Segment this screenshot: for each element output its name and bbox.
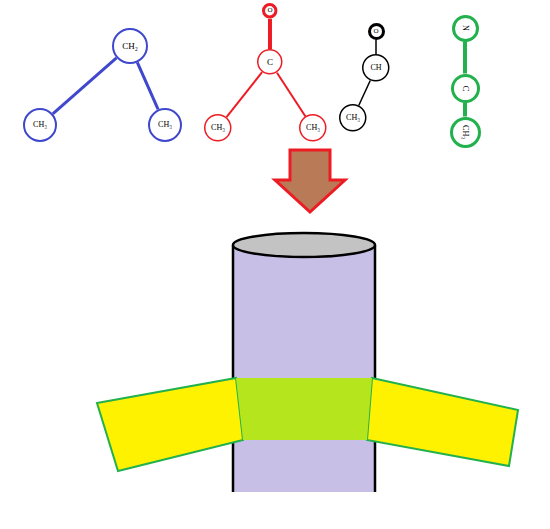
atom-circle: CH₂	[112, 28, 148, 64]
bond-line	[375, 40, 377, 55]
atom-label: C	[267, 58, 273, 67]
atom-circle: C	[257, 49, 283, 75]
atom-circle: C	[451, 74, 480, 103]
circle-shape	[452, 75, 478, 101]
circle-shape	[363, 55, 389, 81]
atom-circle: CH₃	[204, 114, 232, 142]
atom-circle: CH	[362, 54, 390, 82]
down-arrow	[275, 150, 345, 212]
atom-label: CH₃	[158, 121, 172, 129]
bond-line	[268, 19, 272, 50]
atom-label: N	[461, 25, 469, 31]
atom-circle: CH₃	[23, 108, 57, 142]
cylinder-sides	[233, 245, 375, 492]
atom-label: C	[460, 85, 469, 91]
atom-circle: N	[452, 15, 479, 42]
atom-label: CH₃	[33, 121, 47, 129]
bond-line	[277, 73, 306, 117]
atom-label: CH₃	[461, 125, 469, 139]
atom-label: CH₃	[211, 124, 225, 132]
atom-label: O	[267, 7, 272, 14]
atom-circle: O	[368, 23, 385, 40]
bond-line	[463, 103, 467, 117]
circle-shape	[451, 118, 479, 146]
atom-label: CH	[370, 64, 381, 72]
overlap-band	[236, 378, 372, 440]
atom-circle: CH₃	[148, 108, 182, 142]
bond-line	[227, 72, 263, 117]
atom-circle: CH₃	[299, 114, 327, 142]
circle-shape	[369, 24, 383, 38]
circle-shape	[149, 109, 181, 141]
left-slab	[97, 378, 243, 471]
circle-shape	[340, 105, 366, 131]
atom-label: CH₃	[346, 114, 360, 122]
cylinder-top	[233, 233, 375, 257]
circle-shape	[24, 109, 56, 141]
atom-circle: CH₃	[450, 117, 481, 148]
bond-line	[137, 62, 158, 109]
circle-shape	[258, 50, 282, 74]
atom-circle: CH₃	[339, 104, 367, 132]
circle-shape	[300, 115, 326, 141]
circle-shape	[453, 16, 477, 40]
atom-label: CH₂	[122, 42, 138, 51]
atom-label: O	[373, 28, 378, 35]
circle-shape	[113, 29, 147, 63]
atom-label: CH₃	[306, 124, 320, 132]
circle-shape	[264, 5, 276, 17]
right-slab	[367, 378, 518, 466]
cylinder-body	[233, 245, 375, 492]
bond-line	[359, 80, 371, 105]
bond-line	[53, 58, 117, 114]
atom-circle: O	[262, 3, 277, 18]
bond-line	[463, 42, 467, 74]
circle-shape	[205, 115, 231, 141]
